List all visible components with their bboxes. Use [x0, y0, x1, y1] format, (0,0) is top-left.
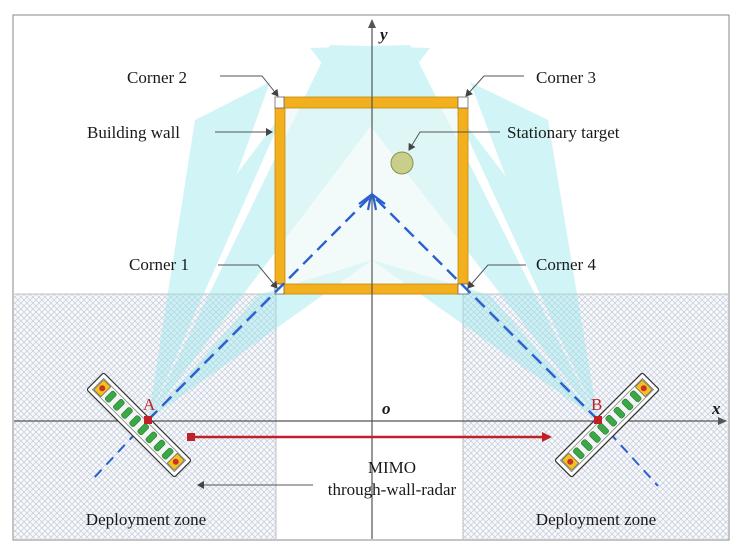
- corner-3-label: Corner 3: [536, 68, 596, 87]
- dashed-extension-right: [597, 419, 659, 487]
- radar-right-antenna: [629, 390, 642, 403]
- dashed-line-b-to-center: [373, 196, 599, 421]
- point-b-label: B: [591, 395, 602, 414]
- radar-right-antenna: [597, 423, 609, 435]
- building-walls: [274, 96, 469, 295]
- callout-lines: [197, 75, 526, 489]
- deployment-zone-right-label: Deployment zone: [536, 510, 656, 529]
- radar-right-antenna: [572, 447, 585, 460]
- center-arrowhead-right: [371, 192, 386, 211]
- dashed-extension-left: [91, 419, 149, 481]
- radar-right-antenna: [621, 398, 634, 411]
- origin-label: o: [382, 399, 391, 418]
- corner-2-label: Corner 2: [127, 68, 187, 87]
- point-a-marker: [144, 416, 152, 424]
- x-axis-label: x: [711, 399, 721, 418]
- radar-left-antenna: [137, 423, 150, 436]
- wall-left: [274, 107, 286, 285]
- radar-right-antenna: [613, 406, 626, 419]
- stationary-target-label: Stationary target: [507, 123, 620, 142]
- mimo-label-line2: through-wall-radar: [328, 480, 457, 499]
- center-arrowhead-left: [358, 192, 373, 211]
- point-b-marker: [594, 416, 602, 424]
- radar-left-antenna: [153, 439, 166, 452]
- radar-left-transmitter-1: [99, 385, 106, 392]
- radar-left-transmitter-2: [172, 458, 179, 465]
- radar-right-antenna: [581, 439, 593, 451]
- point-a-label: A: [143, 395, 156, 414]
- mimo-radar-right: [554, 372, 660, 478]
- radar-left-antenna: [129, 415, 141, 427]
- radar-left-antenna: [104, 390, 117, 403]
- corner-2-marker: [274, 96, 285, 109]
- radar-left-antenna: [161, 447, 174, 460]
- wall-top: [282, 96, 460, 109]
- building-wall-label: Building wall: [87, 123, 180, 142]
- dashed-line-a-to-center: [147, 196, 371, 421]
- y-axis-label: y: [378, 25, 388, 44]
- corner-4-label: Corner 4: [536, 255, 596, 274]
- radar-left-antenna: [113, 399, 125, 411]
- corner-3-marker: [457, 96, 469, 109]
- baseline-arrow-start: [187, 433, 195, 441]
- radar-left-antenna: [145, 431, 158, 444]
- wall-bottom: [282, 283, 460, 295]
- stationary-target-circle: [390, 151, 414, 175]
- radar-right-antenna: [589, 431, 601, 443]
- radar-right-transmitter-2: [640, 385, 647, 392]
- wall-right: [457, 107, 469, 285]
- deployment-zone-left-label: Deployment zone: [86, 510, 206, 529]
- radar-left-antenna: [121, 407, 133, 419]
- radar-right-antenna: [605, 414, 618, 427]
- corner-1-label: Corner 1: [129, 255, 189, 274]
- mimo-label-line1: MIMO: [368, 458, 416, 477]
- radar-right-transmitter-1: [567, 458, 574, 465]
